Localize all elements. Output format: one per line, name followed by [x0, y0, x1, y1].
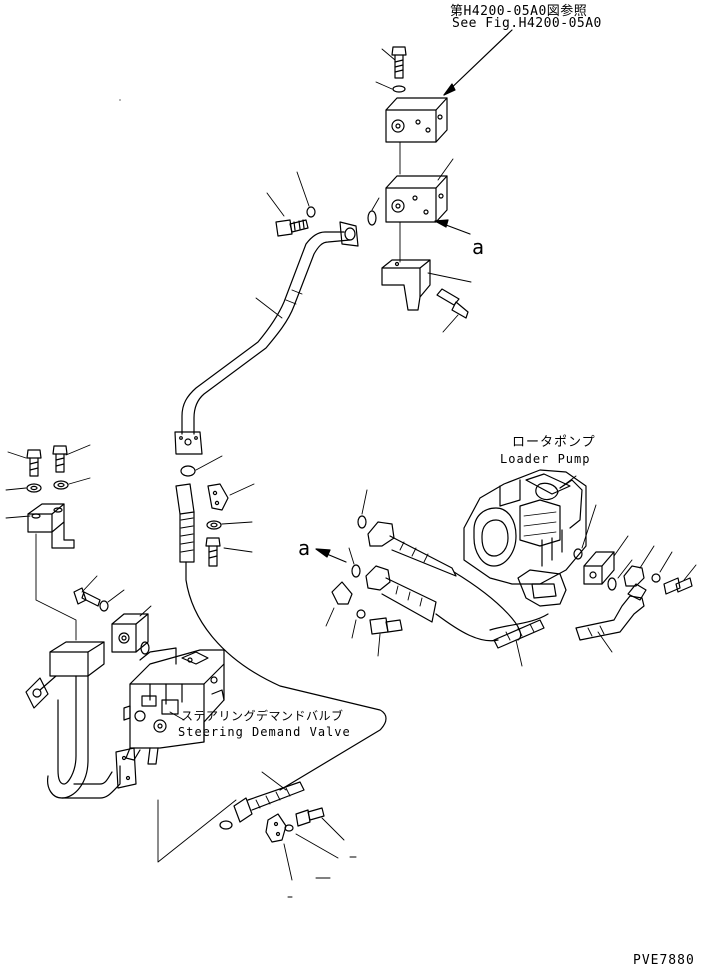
pump-right-oring — [608, 578, 616, 590]
leader-flange-washer — [297, 172, 309, 206]
arrow-a-lower — [316, 549, 346, 562]
lower-hose-fitting — [234, 782, 304, 822]
lower-clamp — [266, 814, 286, 842]
pump-return-hose-2 — [576, 584, 646, 640]
valve-bracket — [382, 260, 430, 310]
middle-clamp — [208, 484, 228, 510]
left-washer-1 — [27, 484, 41, 492]
left-bracket — [28, 504, 74, 548]
pump-hose-lower-oring — [352, 565, 360, 577]
pump-return-hose-1 — [490, 614, 548, 648]
marker-a-lower: a — [298, 536, 311, 560]
leader-lower-fitting — [158, 800, 236, 862]
pump-right-washer — [652, 574, 660, 582]
left-bolt-2 — [53, 446, 67, 472]
pipe-oring — [368, 211, 376, 225]
lower-oring — [220, 821, 232, 829]
leader-bracket-bolt — [443, 315, 458, 332]
pump-hose-lower-washer — [357, 610, 365, 618]
leader-bracket — [428, 273, 471, 282]
leader-upper-bolt — [382, 49, 395, 60]
leader-lower-hose — [262, 772, 286, 790]
upper-bolt — [392, 47, 406, 78]
reference-label-en: See Fig.H4200-05A0 — [452, 16, 602, 31]
pipe-flange-bolt — [276, 220, 308, 236]
leader-block-2 — [438, 159, 453, 180]
pipe-flange-washer — [307, 207, 315, 217]
loader-pump — [464, 470, 586, 606]
leader-hose-upper-oring — [362, 490, 367, 514]
reference-label-jp: 第H4200-05A0図参照 — [450, 4, 588, 19]
loader-pump-label-en: Loader Pump — [500, 452, 591, 466]
bracket-bolt — [437, 289, 468, 318]
leader-return-hose-2 — [598, 632, 612, 652]
steering-demand-valve — [124, 648, 224, 764]
steering-valve-label-jp: ステアリングデマンドバルブ — [181, 709, 344, 723]
left-washer-2 — [54, 481, 68, 489]
leader-upper-pipe — [256, 298, 282, 318]
leader-left-bracket — [6, 516, 30, 518]
ref-arrow — [444, 30, 512, 95]
leader-left-washer-3 — [108, 590, 124, 602]
marker-a-upper: a — [472, 235, 485, 259]
middle-washer — [207, 521, 221, 529]
pump-right-block — [584, 552, 614, 584]
pump-hose-upper-oring — [358, 516, 366, 528]
pump-hose-lower — [366, 566, 498, 641]
leader-return-hose-1 — [516, 640, 522, 666]
pump-right-clamp — [624, 566, 644, 586]
middle-hose — [176, 484, 386, 790]
leader-left-bolt-1 — [8, 452, 26, 458]
left-pipe — [26, 642, 136, 798]
pump-right-bolt — [664, 578, 692, 594]
leader-lower-bolt — [322, 818, 344, 840]
figure-code: PVE7880 — [633, 953, 695, 968]
leader-valve — [170, 712, 184, 720]
lower-valve-block — [386, 176, 447, 222]
middle-oring — [181, 466, 195, 476]
upper-pipe — [175, 222, 358, 454]
pump-hose-lower-clamp — [332, 582, 352, 604]
leader-right-block — [614, 536, 628, 556]
leader-left-washer-2 — [69, 478, 90, 484]
lower-bolt — [296, 808, 324, 826]
valve-adapter-block — [112, 614, 148, 652]
upper-valve-block — [386, 98, 447, 142]
leader-left-washer-1 — [6, 488, 26, 490]
leader-middle-oring — [196, 456, 222, 470]
upper-washer — [393, 86, 405, 92]
leader-pump-oring — [582, 505, 596, 548]
leader-left-group — [36, 534, 76, 640]
left-bolt-1 — [27, 450, 41, 476]
leader-middle-washer — [222, 522, 252, 524]
adapter-oring — [141, 642, 149, 654]
leader-lower-washer — [296, 834, 338, 858]
leader-upper-washer — [376, 82, 392, 89]
leader-left-bolt-3 — [82, 576, 97, 592]
middle-bolt — [206, 538, 220, 566]
arrow-a-upper — [435, 220, 470, 234]
leader-left-bolt-2 — [66, 445, 90, 455]
lower-washer — [285, 825, 293, 831]
leader-adapter-block — [140, 606, 151, 616]
leader-oring — [372, 198, 379, 210]
leader-lower-clamp — [284, 844, 292, 880]
steering-valve-label-en: Steering Demand Valve — [178, 725, 351, 739]
leader-middle-clamp — [230, 484, 254, 495]
left-bolt-3 — [74, 588, 100, 606]
left-washer-3 — [100, 601, 108, 611]
pump-hose-upper — [368, 522, 521, 640]
leader-flange-bolt — [267, 193, 284, 216]
loader-pump-label-jp: ロータポンプ — [512, 435, 596, 450]
leader-middle-bolt — [224, 548, 252, 552]
pump-hose-lower-bolt — [370, 618, 402, 634]
pump-oring — [574, 549, 582, 559]
